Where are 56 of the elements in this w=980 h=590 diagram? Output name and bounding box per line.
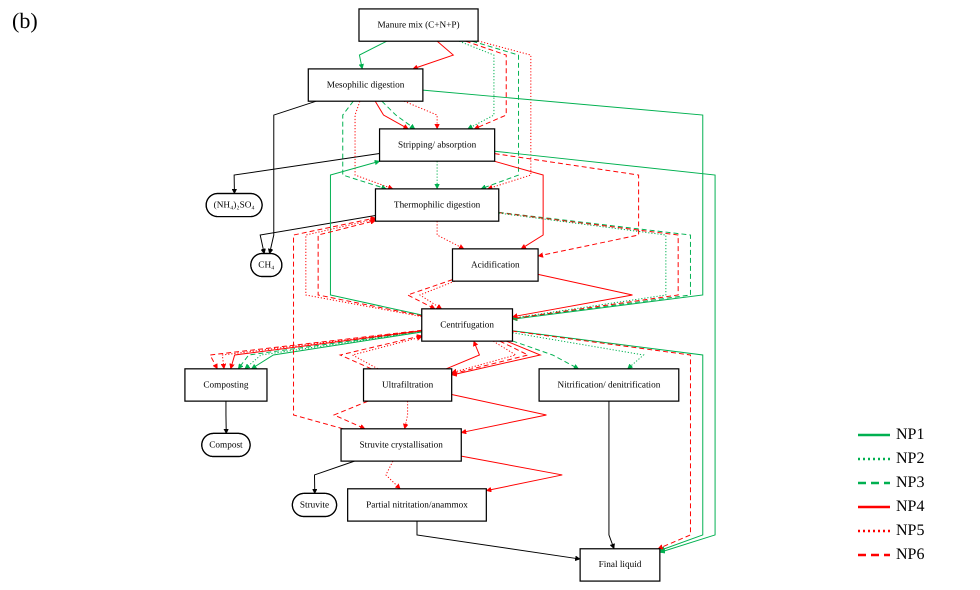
arrow: [342, 100, 387, 190]
arrow: [494, 160, 544, 250]
arrow: [374, 100, 408, 130]
arrow: [465, 40, 507, 130]
node-box: Acidification: [452, 248, 539, 282]
arrow: [451, 340, 517, 374]
arrow: [338, 334, 422, 370]
arrow: [330, 160, 422, 316]
arrow: [312, 460, 355, 494]
node-box: Mesophilic digestion: [308, 68, 424, 102]
arrow: [434, 160, 440, 190]
arrow: [494, 150, 716, 554]
arrow: [512, 332, 645, 370]
node-box: Thermophilic digestion: [374, 188, 500, 222]
arrow: [608, 400, 615, 550]
arrow: [416, 520, 580, 561]
arrow: [403, 400, 408, 430]
legend-label: NP3: [896, 474, 924, 492]
arrow: [406, 279, 453, 310]
arrow: [385, 460, 400, 490]
legend-label: NP6: [896, 546, 924, 564]
panel-label: (b): [12, 8, 38, 34]
node-box: Centrifugation: [421, 308, 514, 342]
arrow: [354, 100, 394, 190]
arrow: [494, 153, 640, 258]
arrow: [512, 274, 633, 319]
arrow: [223, 400, 229, 434]
node-box: Struvite crystallisation: [340, 428, 462, 462]
arrow: [478, 40, 532, 190]
legend-label: NP1: [896, 426, 924, 444]
node-box: Manure mix (C+N+P): [358, 8, 479, 42]
legend-label: NP2: [896, 450, 924, 468]
arrow: [293, 216, 376, 430]
arrow: [381, 100, 416, 130]
arrow: [260, 214, 376, 254]
arrow: [436, 220, 464, 250]
node-box: Ultrafiltration: [362, 368, 452, 402]
arrow: [451, 340, 530, 376]
arrow: [332, 400, 368, 430]
node-box: Stripping/ absorption: [378, 128, 496, 162]
arrow: [232, 153, 380, 194]
arrow: [451, 340, 542, 377]
node-box: Composting: [184, 368, 268, 402]
arrow: [512, 340, 579, 370]
arrow: [422, 90, 704, 322]
legend-label: NP4: [896, 498, 924, 516]
arrow: [460, 456, 563, 492]
node-box: Partial nitritation/anammox: [347, 488, 487, 522]
arrow: [412, 40, 454, 70]
arrow: [451, 394, 547, 434]
node-box: Final liquid: [580, 548, 660, 582]
arrow: [351, 335, 422, 370]
legend-label: NP5: [896, 522, 924, 540]
arrow: [446, 340, 480, 370]
node-box: Nitrification/ denitrification: [538, 368, 680, 402]
arrow: [358, 40, 388, 70]
